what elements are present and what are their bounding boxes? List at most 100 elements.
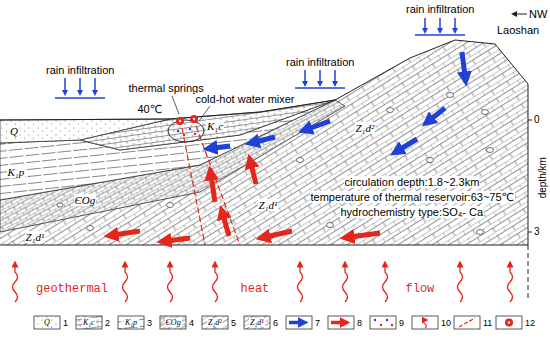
feature-label: thermal springs — [128, 82, 205, 95]
legend-samples — [289, 321, 301, 325]
hot-water-flow-arrows — [114, 231, 140, 235]
gravel-marks — [297, 158, 304, 163]
rain-infiltration-arrows — [55, 18, 465, 98]
rain-infiltration-arrows — [295, 87, 345, 89]
heat-flow-arrows — [213, 264, 218, 302]
rain-infiltration-arrows — [55, 97, 105, 99]
mixing-zone — [183, 134, 185, 136]
mixing-zone — [168, 120, 204, 142]
legend-sample-text: ЄOg — [165, 318, 182, 327]
rain-infiltration-arrows — [64, 78, 66, 93]
legend-number: 4 — [188, 318, 195, 328]
note: hydrochemistry type:SO₄- Ca — [340, 206, 485, 219]
stratum-label: ЄOg — [74, 194, 97, 207]
legend-number: 10 — [440, 318, 452, 328]
legend-number: 1 — [62, 318, 69, 328]
stratum-label: K₁p — [7, 166, 26, 179]
heat-flow-arrows — [343, 264, 348, 302]
rock-layers — [0, 40, 528, 245]
legend-samples — [386, 319, 388, 321]
thermal-springs — [176, 115, 198, 125]
rain-infiltration-arrows — [304, 70, 306, 84]
depth-axis — [528, 120, 532, 121]
cold-water-flow-arrows — [399, 139, 417, 150]
legend-samples — [370, 316, 396, 329]
legend-samples — [76, 316, 102, 329]
legend-number: 2 — [104, 318, 111, 328]
legend-number: 6 — [272, 318, 279, 328]
heat-flow-arrows — [13, 264, 18, 302]
process-label: rain infiltration — [405, 3, 475, 16]
axis-title: depth/km — [536, 156, 548, 199]
compass-label: NW — [528, 8, 548, 21]
heat-flow-arrows — [168, 264, 173, 302]
rock-layers — [0, 40, 528, 245]
rock-layers — [0, 100, 335, 200]
hot-water-flow-arrows — [266, 231, 292, 237]
note: circulation depth:1.8~2.3km — [344, 176, 481, 189]
legend-number: 12 — [524, 318, 536, 328]
temperature-label: 40℃ — [137, 103, 164, 116]
compass-arrow — [514, 14, 527, 15]
gravel-marks — [427, 158, 434, 163]
gravel-marks — [477, 230, 484, 235]
hot-water-flow-arrows — [251, 164, 256, 184]
gravel-marks — [487, 148, 494, 153]
legend-sample-text: K₁p — [124, 318, 138, 327]
legend-samples — [412, 316, 438, 329]
cold-water-flow-arrows — [462, 52, 465, 76]
axis-tick-label: 3 — [533, 226, 541, 238]
legend-samples — [202, 316, 228, 329]
depth-axis — [528, 245, 529, 298]
process-label: flow — [405, 283, 436, 297]
hot-water-flow-arrows — [350, 233, 380, 237]
hot-water-flow-arrows — [223, 215, 229, 236]
rain-infiltration-arrows — [319, 70, 321, 84]
note: temperature of thermal reservoir:63~75℃ — [310, 191, 515, 204]
legend-number: 8 — [356, 318, 363, 328]
legend-sample-text: K₁c — [82, 318, 96, 327]
stratum-label: K₁c — [206, 120, 224, 133]
stratum-label: Q — [9, 125, 19, 138]
thermal-springs — [176, 117, 184, 125]
rain-infiltration-arrows — [424, 18, 426, 31]
gravel-marks — [57, 93, 494, 235]
legend-samples — [160, 316, 186, 329]
thermal-springs — [193, 118, 195, 120]
legend-samples — [34, 316, 522, 329]
hot-water-flow-arrows — [211, 176, 215, 202]
heat-flow-arrows — [123, 264, 128, 302]
gravel-marks — [482, 110, 489, 115]
place-name: Laoshan — [496, 24, 540, 37]
legend-samples — [244, 316, 270, 329]
legend-samples — [496, 316, 522, 329]
legend-samples — [286, 316, 312, 329]
depth-axis — [528, 232, 532, 233]
gravel-marks — [87, 226, 94, 231]
rain-infiltration-arrows — [79, 78, 81, 93]
fault-lines — [182, 126, 240, 245]
leader-lines — [172, 96, 179, 114]
process-label: rain infiltration — [285, 56, 355, 69]
legend-sample-text: Z₁d² — [207, 318, 223, 327]
axis-tick-label: 0 — [533, 114, 541, 126]
cold-water-flow-arrows — [213, 146, 230, 148]
legend-samples — [374, 319, 376, 321]
rain-infiltration-arrows — [334, 70, 336, 84]
depth-axis — [528, 120, 532, 298]
process-label: heat — [240, 283, 271, 297]
stratum-label: Z₁d¹ — [25, 231, 46, 244]
legend-samples — [328, 316, 354, 329]
rock-layers — [0, 40, 528, 245]
stratum-label: Z₁d¹ — [258, 199, 279, 212]
heat-flow-arrows — [383, 264, 388, 302]
cold-water-flow-arrows — [308, 121, 330, 129]
legend-samples — [508, 321, 510, 323]
legend-number: 11 — [482, 318, 493, 328]
legend-samples — [459, 318, 475, 327]
legend-samples — [34, 316, 60, 329]
cold-water-flow-arrows — [430, 108, 445, 120]
rock-layers — [0, 119, 170, 143]
heat-flow-arrows — [13, 264, 513, 302]
